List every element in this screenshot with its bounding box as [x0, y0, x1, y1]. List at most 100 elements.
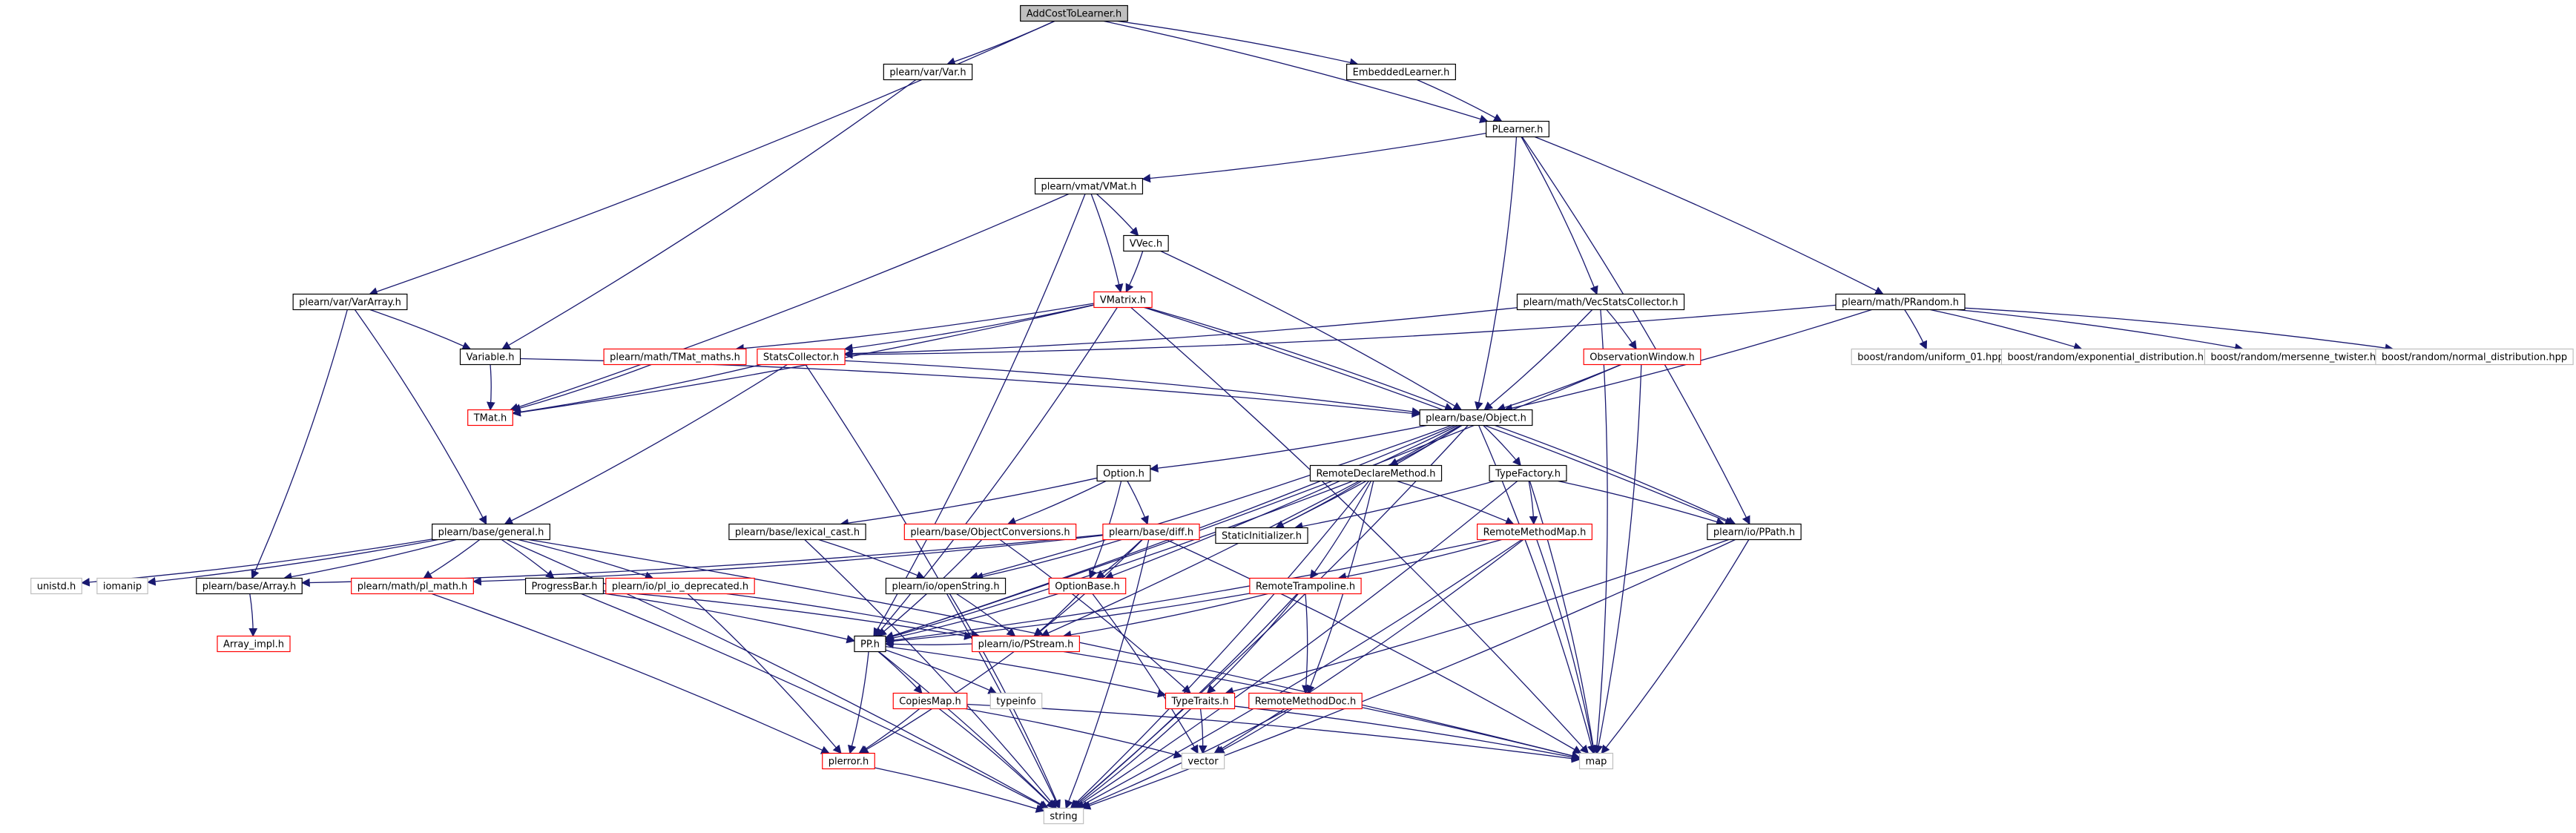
node-box — [1583, 348, 1702, 366]
node-lexical[interactable]: plearn/base/lexical_cast.h — [728, 523, 866, 541]
node-prandom[interactable]: plearn/math/PRandom.h — [1835, 293, 1966, 311]
node-pstream[interactable]: plearn/io/PStream.h — [972, 635, 1080, 653]
edge-root-to-plearner — [1104, 20, 1489, 123]
node-perror[interactable]: plerror.h — [822, 752, 875, 770]
node-mersenne[interactable]: boost/random/mersenne_twister.hpp — [2204, 348, 2395, 366]
node-vmatrix[interactable]: VMatrix.h — [1093, 291, 1153, 309]
node-staticinit[interactable]: StaticInitializer.h — [1215, 527, 1308, 544]
edge-diff-to-optionbase — [1096, 539, 1143, 579]
node-box — [1043, 807, 1084, 825]
node-box — [757, 348, 846, 366]
node-map[interactable]: map — [1578, 752, 1614, 770]
node-plearner[interactable]: PLearner.h — [1486, 120, 1549, 138]
edge-vvec-to-vmatrix — [1125, 251, 1144, 293]
node-iomanip[interactable]: iomanip — [96, 577, 148, 595]
node-remotedoc[interactable]: RemoteMethodDoc.h — [1248, 692, 1363, 710]
edge-progress-to-string — [581, 593, 1048, 809]
node-copiesmap[interactable]: CopiesMap.h — [892, 692, 968, 710]
node-label: TypeTraits.h — [1170, 697, 1228, 708]
edge-pp-to-string — [878, 651, 1056, 809]
node-label: plearn/var/Var.h — [889, 68, 966, 79]
node-plmath[interactable]: plearn/math/pl_math.h — [351, 577, 474, 595]
node-variable[interactable]: Variable.h — [459, 348, 521, 366]
edge-progress-to-pp — [603, 593, 856, 644]
node-array[interactable]: plearn/base/Array.h — [196, 577, 303, 595]
node-label: boost/random/exponential_distribution.hp… — [2007, 352, 2216, 363]
node-expdist[interactable]: boost/random/exponential_distribution.hp… — [2000, 348, 2223, 366]
edge-plearner-to-vmat — [1142, 133, 1486, 183]
node-typeinfo[interactable]: typeinfo — [989, 692, 1043, 710]
node-uniform[interactable]: boost/random/uniform_01.hpp — [1851, 348, 2011, 366]
edge-remotedecl-to-remotemap — [1397, 480, 1515, 525]
node-remotemap[interactable]: RemoteMethodMap.h — [1477, 523, 1592, 541]
node-vecstats[interactable]: plearn/math/VecStatsCollector.h — [1516, 293, 1685, 311]
node-box — [1123, 234, 1169, 252]
edge-option-to-diff — [1127, 481, 1149, 525]
edge-option-to-objconv — [1007, 480, 1107, 526]
edge-pp-to-typetraits — [885, 645, 1167, 698]
edge-object-to-optionbase — [1104, 424, 1459, 580]
node-diff[interactable]: plearn/base/diff.h — [1102, 523, 1200, 541]
node-obswin[interactable]: ObservationWindow.h — [1583, 348, 1702, 366]
node-label: string — [1050, 811, 1077, 823]
node-box — [903, 523, 1077, 541]
node-optionbase[interactable]: OptionBase.h — [1048, 577, 1127, 595]
node-normal[interactable]: boost/random/normal_distribution.hpp — [2375, 348, 2574, 366]
edge-vmat-to-vmatrix — [1090, 194, 1124, 293]
node-box — [2375, 348, 2574, 366]
node-pp[interactable]: PP.h — [854, 635, 886, 653]
node-varvar[interactable]: plearn/var/Var.h — [883, 63, 973, 81]
node-arrayimpl[interactable]: Array_impl.h — [217, 635, 291, 653]
edge-general-to-iomanip — [146, 539, 438, 586]
node-vector[interactable]: vector — [1181, 752, 1225, 770]
node-tmatmaths[interactable]: plearn/math/TMat_maths.h — [603, 348, 747, 366]
node-root[interactable]: AddCostToLearner.h — [1020, 4, 1128, 22]
edge-remotemap-to-pp — [884, 539, 1489, 645]
edge-general-to-array — [283, 539, 457, 582]
edge-remotedecl-to-string — [1070, 481, 1369, 809]
edge-vmatrix-to-object — [1146, 306, 1454, 412]
node-label: Variable.h — [466, 352, 514, 363]
node-remotedecl[interactable]: RemoteDeclareMethod.h — [1309, 464, 1443, 482]
node-remotetramp[interactable]: RemoteTrampoline.h — [1249, 577, 1362, 595]
node-progress[interactable]: ProgressBar.h — [524, 577, 605, 595]
edge-vecstats-to-statscoll — [843, 307, 1518, 358]
node-objconv[interactable]: plearn/base/ObjectConversions.h — [903, 523, 1077, 541]
edge-object-to-typefactory — [1483, 425, 1521, 467]
node-vmat[interactable]: plearn/vmat/VMat.h — [1034, 177, 1144, 195]
node-tmat[interactable]: TMat.h — [467, 409, 513, 427]
node-typefactory[interactable]: TypeFactory.h — [1489, 464, 1567, 482]
edge-diff-to-map — [1166, 539, 1582, 754]
node-vvec[interactable]: VVec.h — [1123, 234, 1169, 252]
edge-prandom-to-expdist — [1930, 309, 2083, 352]
node-box — [1215, 527, 1308, 544]
node-box — [524, 577, 605, 595]
node-label: plerror.h — [829, 757, 869, 768]
node-box — [30, 577, 82, 595]
node-option[interactable]: Option.h — [1096, 464, 1151, 482]
edge-vmatrix-to-tmatmaths — [735, 303, 1095, 353]
node-openstring[interactable]: plearn/io/openString.h — [885, 577, 1007, 595]
node-unistd[interactable]: unistd.h — [30, 577, 82, 595]
edge-copiesmap-to-map — [966, 703, 1581, 763]
node-box — [1165, 692, 1236, 710]
node-ppath[interactable]: plearn/io/PPath.h — [1707, 523, 1802, 541]
node-label: iomanip — [103, 582, 142, 593]
node-box — [989, 692, 1043, 710]
node-label: boost/random/mersenne_twister.hpp — [2210, 352, 2388, 363]
node-statscoll[interactable]: StatsCollector.h — [757, 348, 846, 366]
node-label: vector — [1187, 757, 1219, 768]
edge-varvar-to-variable — [501, 79, 917, 350]
node-vararray[interactable]: plearn/var/VarArray.h — [292, 293, 408, 311]
edge-vararray-to-general — [354, 309, 487, 525]
node-object[interactable]: plearn/base/Object.h — [1419, 409, 1533, 427]
node-string[interactable]: string — [1043, 807, 1084, 825]
node-embedded[interactable]: EmbeddedLearner.h — [1346, 63, 1456, 81]
node-box — [1486, 120, 1549, 138]
node-label: plearn/base/general.h — [438, 527, 544, 539]
node-typetraits[interactable]: TypeTraits.h — [1165, 692, 1236, 710]
node-label: TypeFactory.h — [1495, 469, 1561, 480]
node-iodep[interactable]: plearn/io/pl_io_deprecated.h — [605, 577, 755, 595]
node-general[interactable]: plearn/base/general.h — [432, 523, 550, 541]
